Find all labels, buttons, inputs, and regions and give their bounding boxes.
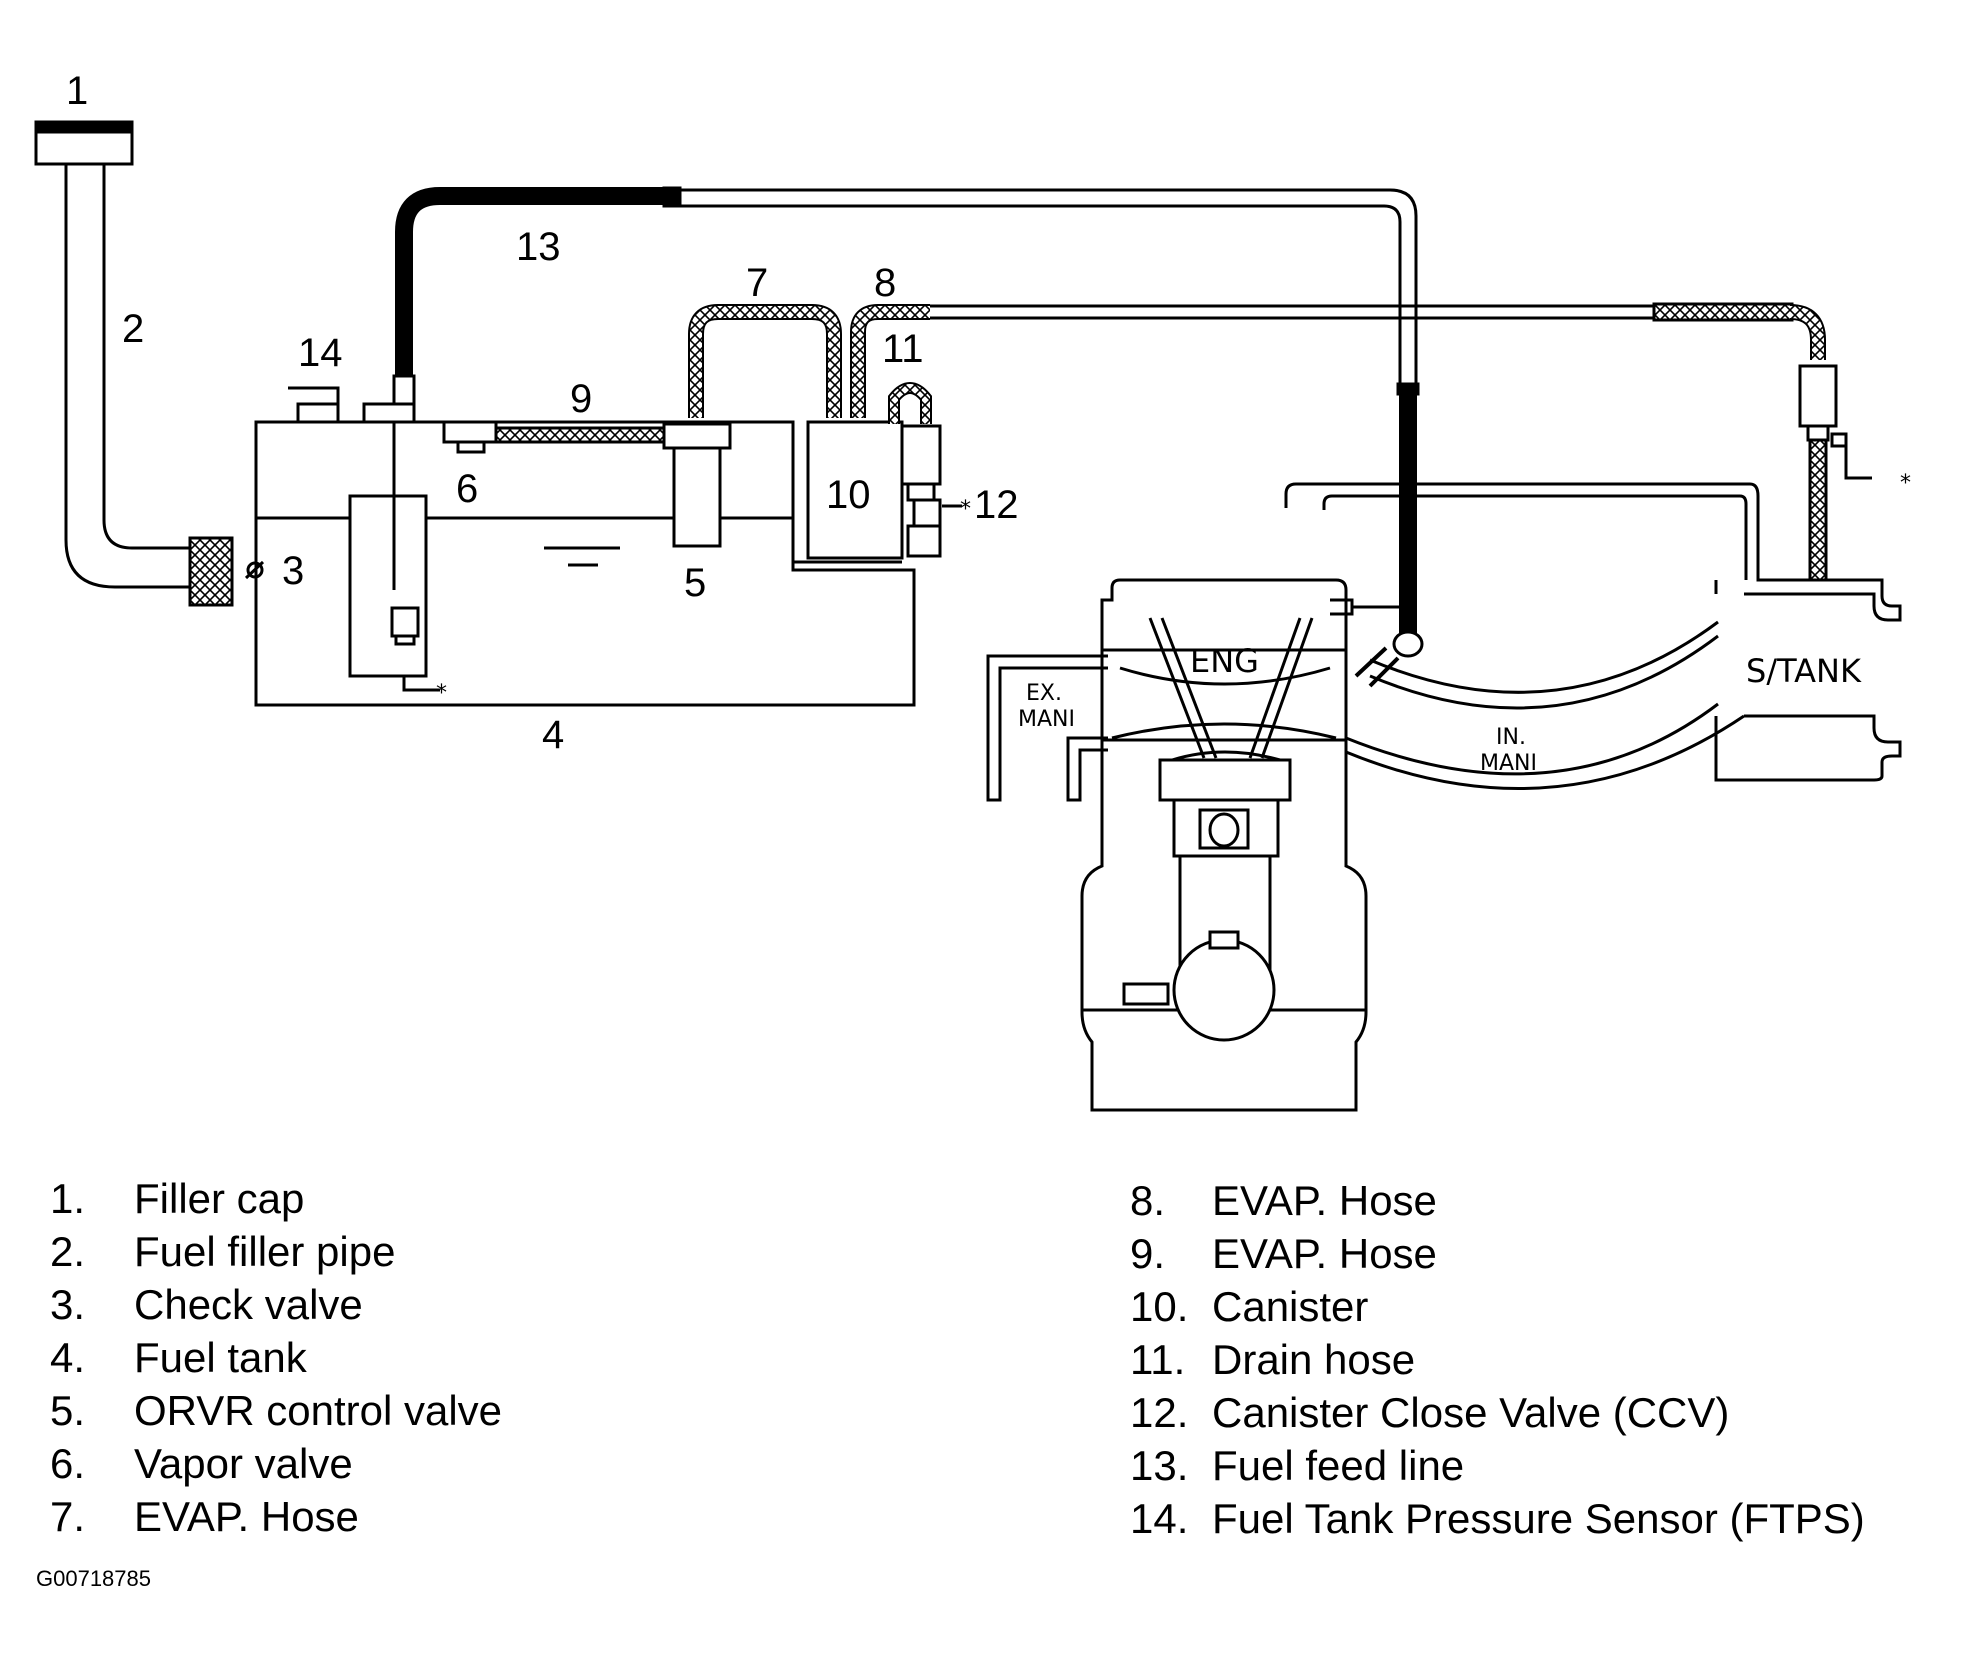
legend-number: 5. — [50, 1387, 86, 1434]
legend-text: Vapor valve — [134, 1440, 353, 1487]
legend-number: 7. — [50, 1493, 86, 1540]
legend-text: Canister — [1212, 1283, 1369, 1330]
callout-7: 7 — [746, 261, 768, 305]
callout-12: 12 — [974, 483, 1019, 527]
vapor-valve — [442, 420, 498, 454]
canister-close-valve — [900, 424, 962, 558]
legend-text: EVAP. Hose — [134, 1493, 359, 1540]
asterisk-pump: * — [436, 681, 447, 706]
callout-3: 3 — [282, 549, 304, 593]
fuel-feed-line — [362, 186, 1420, 634]
legend-item: 9. EVAP. Hose — [1130, 1227, 1865, 1280]
callout-13: 13 — [516, 225, 561, 269]
legend-text: Drain hose — [1212, 1336, 1416, 1383]
callout-6: 6 — [456, 467, 478, 511]
callout-10: 10 — [826, 473, 871, 517]
legend-number: 3. — [50, 1281, 86, 1328]
fuel-pump-module — [348, 420, 440, 692]
legend-text: Fuel Tank Pressure Sensor (FTPS) — [1212, 1495, 1865, 1542]
asterisk-ccv: * — [960, 497, 971, 522]
canister — [791, 420, 904, 564]
purge-control-valve — [1798, 364, 1872, 480]
exhaust-manifold-label-line2: MANI — [1018, 707, 1075, 732]
legend-item: 12. Canister Close Valve (CCV) — [1130, 1386, 1865, 1439]
callout-5: 5 — [684, 561, 706, 605]
legend-item: 14. Fuel Tank Pressure Sensor (FTPS) — [1130, 1492, 1865, 1545]
surge-tank-label: S/TANK — [1746, 652, 1862, 690]
callout-1: 1 — [66, 69, 88, 113]
fuel-tank-pressure-sensor — [288, 386, 340, 424]
legend-item: 13. Fuel feed line — [1130, 1439, 1865, 1492]
legend-text: EVAP. Hose — [1212, 1230, 1437, 1277]
exhaust-manifold — [986, 654, 1108, 802]
intake-manifold-label-line1: IN. — [1496, 725, 1526, 750]
legend-text: Check valve — [134, 1281, 363, 1328]
legend-number: 9. — [1130, 1230, 1166, 1277]
intake-manifold-label-line2: MANI — [1480, 751, 1537, 776]
callout-14: 14 — [298, 331, 343, 375]
legend-item: 7. EVAP. Hose — [50, 1490, 502, 1543]
legend-number: 10. — [1130, 1283, 1189, 1330]
legend-number: 12. — [1130, 1389, 1189, 1436]
intake-manifold — [1345, 620, 1745, 790]
fuel-injector — [1354, 630, 1424, 688]
legend-item: 11. Drain hose — [1130, 1333, 1865, 1386]
legend-item: 10. Canister — [1130, 1280, 1865, 1333]
legend-number: 1. — [50, 1175, 86, 1222]
asterisk-purge: * — [1900, 471, 1911, 496]
orvr-control-valve — [662, 422, 732, 548]
callout-labels: 1 2 3 4 5 6 7 8 9 10 11 12 13 14 — [66, 69, 1019, 757]
engine-label: ENG — [1190, 642, 1259, 680]
legend-number: 6. — [50, 1440, 86, 1487]
fuel-filler-pipe — [64, 164, 190, 589]
legend-number: 11. — [1130, 1336, 1186, 1383]
figure-id: G00718785 — [36, 1566, 151, 1591]
filler-cap — [34, 120, 134, 166]
legend-item: 2. Fuel filler pipe — [50, 1225, 502, 1278]
legend-text: ORVR control valve — [134, 1387, 503, 1434]
legend-number: 14. — [1130, 1495, 1189, 1542]
evap-hose-7 — [688, 304, 842, 418]
legend-item: 6. Vapor valve — [50, 1437, 502, 1490]
component-labels: ENG EX. MANI IN. MANI S/TANK * * * — [436, 471, 1911, 776]
legend-text: Filler cap — [134, 1175, 305, 1222]
legend-right-column: 8. EVAP. Hose 9. EVAP. Hose 10. Canister 11… — [1130, 1174, 1865, 1545]
callout-11: 11 — [882, 327, 924, 371]
evap-hose-9 — [494, 426, 666, 444]
surge-tank — [1284, 482, 1902, 782]
check-valve — [188, 536, 265, 607]
legend-number: 4. — [50, 1334, 86, 1381]
legend-text: Canister Close Valve (CCV) — [1212, 1389, 1730, 1436]
legend-text: Fuel feed line — [1212, 1442, 1465, 1489]
callout-9: 9 — [570, 377, 592, 421]
engine — [1080, 578, 1400, 1112]
legend-number: 8. — [1130, 1177, 1166, 1224]
legend-text: EVAP. Hose — [1212, 1177, 1437, 1224]
legend-item: 8. EVAP. Hose — [1130, 1174, 1865, 1227]
callout-8: 8 — [874, 261, 896, 305]
legend-left-column: 1. Filler cap 2. Fuel filler pipe 3. Check … — [50, 1172, 502, 1543]
legend-text: Fuel tank — [134, 1334, 307, 1381]
legend-number: 13. — [1130, 1442, 1189, 1489]
legend-item: 3. Check valve — [50, 1278, 502, 1331]
evap-hose-8 — [850, 302, 1828, 582]
legend-item: 4. Fuel tank — [50, 1331, 502, 1384]
legend-item: 1. Filler cap — [50, 1172, 502, 1225]
callout-2: 2 — [122, 307, 144, 351]
legend-item: 5. ORVR control valve — [50, 1384, 502, 1437]
legend-number: 2. — [50, 1228, 86, 1275]
callout-4: 4 — [542, 713, 564, 757]
exhaust-manifold-label-line1: EX. — [1026, 681, 1062, 706]
legend-text: Fuel filler pipe — [134, 1228, 396, 1275]
